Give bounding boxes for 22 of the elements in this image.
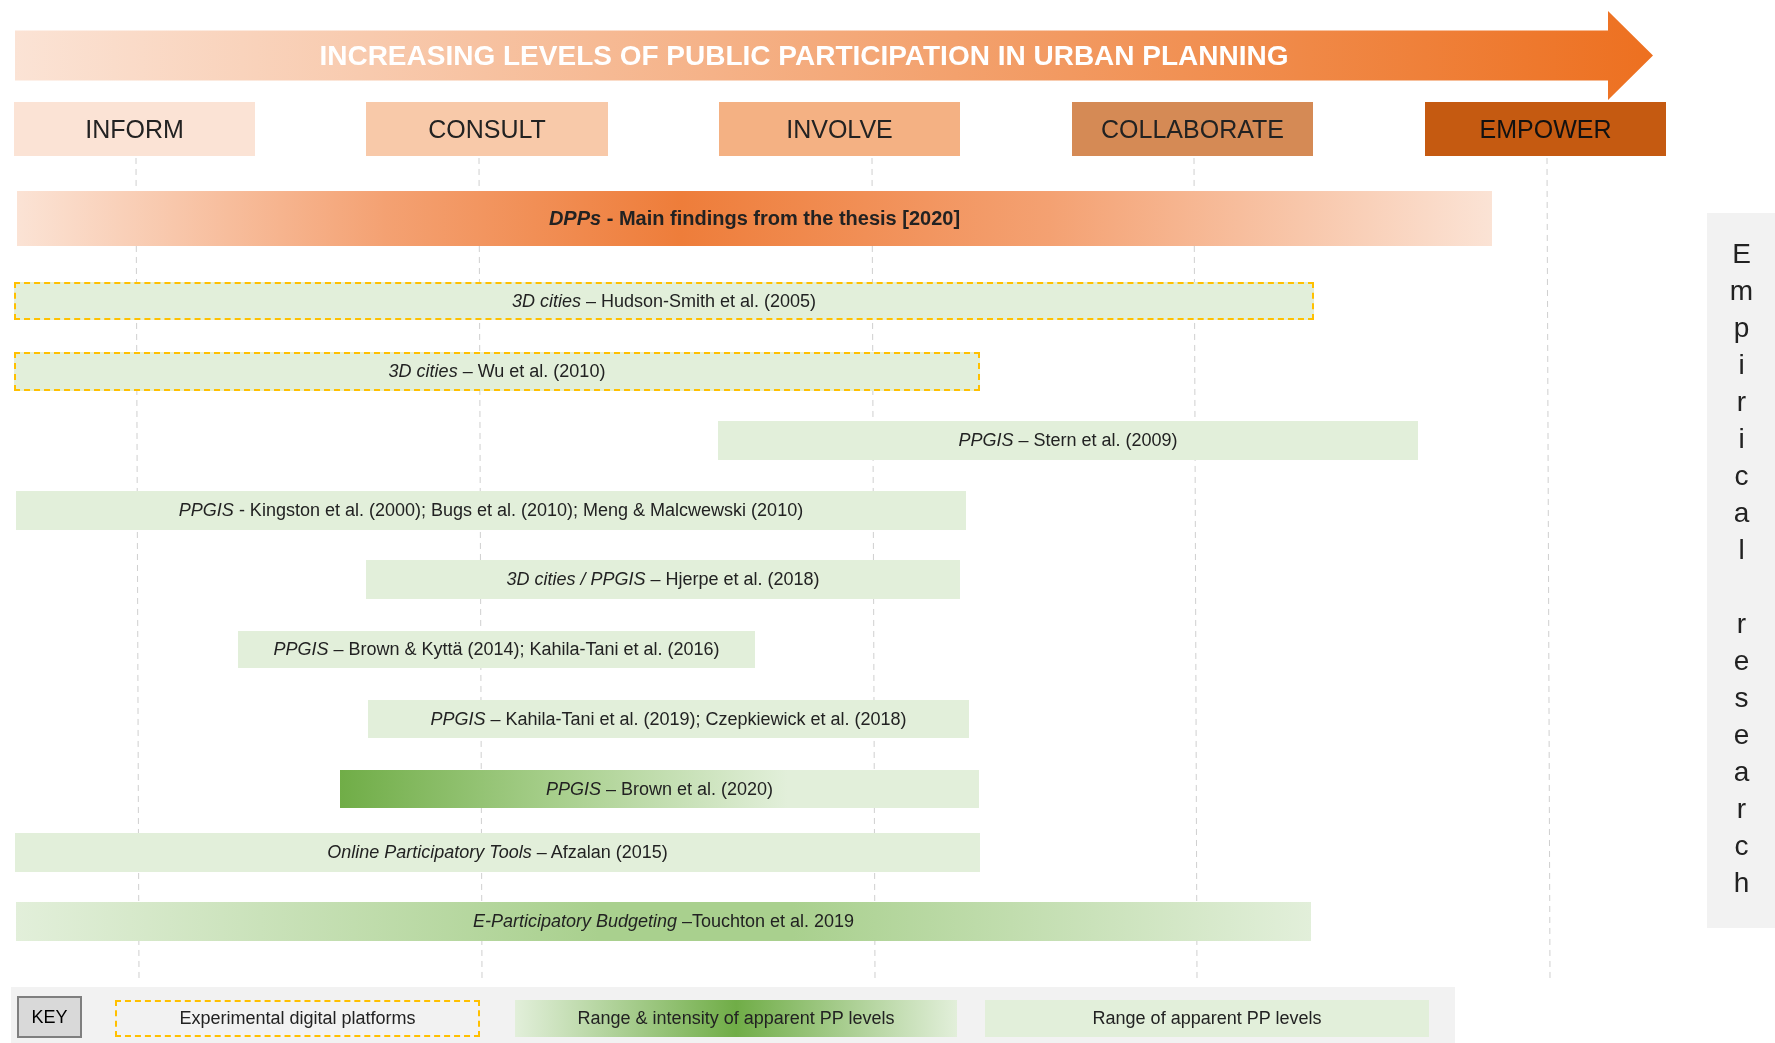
study-range-bar: PPGIS – Brown et al. (2020) (340, 770, 979, 808)
study-range-bar: 3D cities – Wu et al. (2010) (14, 352, 980, 391)
level-box: INVOLVE (719, 102, 960, 156)
key-label: KEY (17, 996, 82, 1038)
study-range-bar: 3D cities – Hudson-Smith et al. (2005) (14, 282, 1314, 320)
study-range-bar: PPGIS – Brown & Kyttä (2014); Kahila-Tani et al. (2016) (238, 631, 755, 668)
banner-title: INCREASING LEVELS OF PUBLIC PARTICIPATION IN URBAN PLANNING (319, 39, 1289, 72)
study-range-bar: Online Participatory Tools – Afzalan (2015) (15, 833, 980, 872)
study-range-bar: PPGIS – Stern et al. (2009) (718, 421, 1418, 460)
legend-item: Range & intensity of apparent PP levels (515, 1000, 957, 1037)
study-range-bar: 3D cities / PPGIS – Hjerpe et al. (2018) (366, 560, 960, 599)
level-box: CONSULT (366, 102, 608, 156)
side-label: Empirical research (1725, 237, 1757, 904)
legend-item: Experimental digital platforms (115, 1000, 480, 1037)
level-box: COLLABORATE (1072, 102, 1313, 156)
study-range-bar: PPGIS - Kingston et al. (2000); Bugs et al. (2010); Meng & Malcwewski (2010) (16, 491, 966, 530)
legend-item: Range of apparent PP levels (985, 1000, 1429, 1037)
study-range-bar: E-Participatory Budgeting –Touchton et al. 2019 (16, 902, 1311, 941)
findings-bar: DPPs - Main findings from the thesis [2020] (17, 191, 1492, 246)
level-box: INFORM (14, 102, 255, 156)
study-range-bar: PPGIS – Kahila-Tani et al. (2019); Czepkiewick et al. (2018) (368, 700, 969, 738)
level-box: EMPOWER (1425, 102, 1666, 156)
